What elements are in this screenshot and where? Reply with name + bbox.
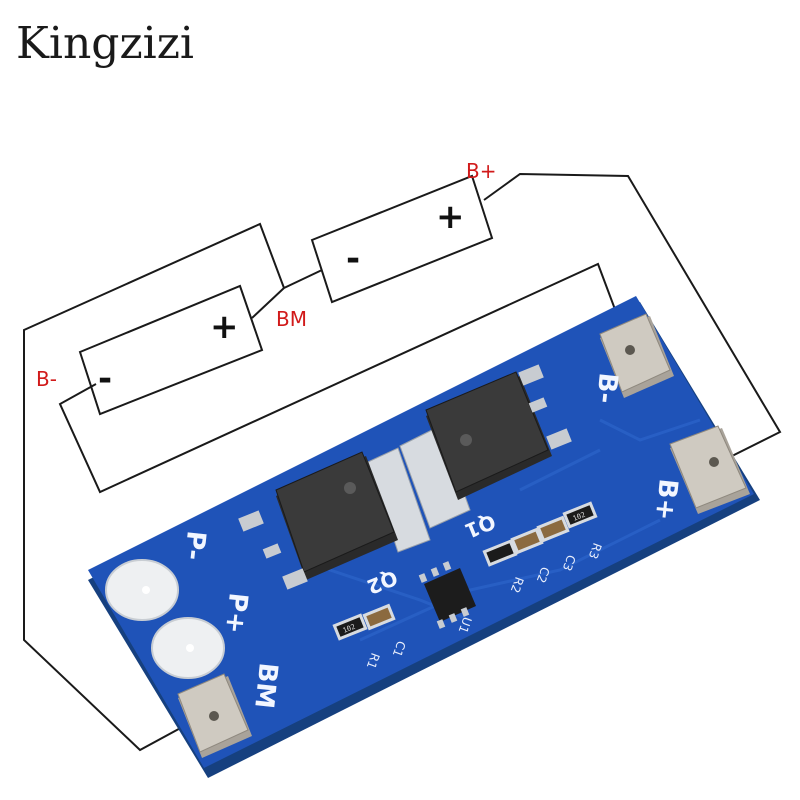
pcb-board: B- B+ P- P+ BM Q1 Q2 U1 R1 C1 R2 C2 C3 R… [88, 296, 760, 778]
label-b-minus: B- [36, 367, 57, 391]
pad-bm [177, 673, 252, 758]
smd-c2 [510, 527, 544, 555]
silk-c2: C2 [534, 565, 553, 585]
cell-upper-positive: + [436, 197, 465, 237]
silk-bm: BM [248, 661, 283, 710]
wire-bm-lower [251, 287, 285, 319]
silk-b-minus: B- [590, 371, 623, 405]
smd-c3 [536, 515, 570, 543]
wire-b-plus [483, 172, 782, 463]
cell-lower-positive: + [210, 307, 239, 347]
pad-b-minus [599, 313, 674, 398]
wire-bm-upper [283, 269, 323, 289]
mosfet-q2 [238, 447, 431, 590]
label-bm: BM [276, 307, 307, 331]
cell-upper-negative: - [346, 239, 360, 279]
pad-b-plus [669, 425, 750, 514]
silk-r3: R3 [586, 541, 605, 561]
smd-r2 [482, 539, 518, 567]
silk-b-plus: B+ [649, 477, 683, 522]
mosfet-q1 [399, 364, 572, 529]
cell-lower-negative: - [98, 359, 112, 399]
brand-name: Kingzizi [16, 18, 194, 69]
cell-lower: - + [78, 284, 264, 416]
wiring [23, 172, 782, 752]
silk-c1: C1 [390, 639, 409, 659]
smd-c1 [362, 603, 396, 631]
pad-p-plus-hole [186, 644, 194, 652]
silk-u1: U1 [456, 615, 475, 635]
silk-r1: R1 [364, 651, 383, 671]
label-b-plus: B+ [466, 159, 496, 183]
ic-u1 [418, 561, 476, 629]
wire-b-minus [58, 262, 629, 494]
pad-p-minus-hole [142, 586, 150, 594]
smd-r3 [562, 501, 598, 529]
silk-c3: C3 [560, 553, 579, 573]
cell-upper: - + [310, 174, 494, 304]
silk-p-minus: P- [178, 529, 211, 561]
wire-bm [23, 222, 285, 752]
silk-p-plus: P+ [219, 591, 253, 635]
silk-r2: R2 [508, 575, 527, 595]
smd-r1 [332, 613, 368, 641]
